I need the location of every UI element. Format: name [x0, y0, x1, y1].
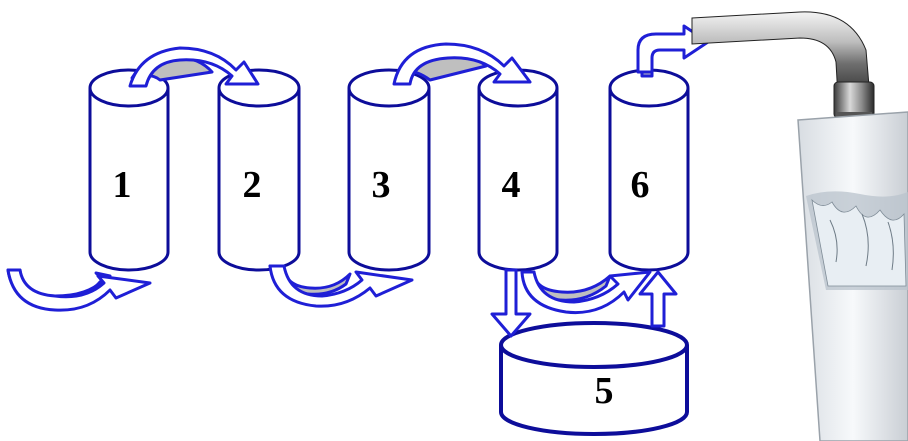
filter-cylinder-1: 1: [88, 68, 170, 272]
stage-number-3: 3: [372, 164, 391, 206]
inlet-flow-arrow: [6, 268, 152, 312]
storage-tank-5: 5: [499, 321, 689, 436]
filter-cylinder-6: 6: [608, 68, 690, 272]
stage-number-4: 4: [502, 164, 521, 206]
filter-cylinder-2: 2: [217, 68, 301, 272]
faucet-icon: [691, 11, 875, 120]
outlet-flow-arrow: [636, 24, 710, 78]
flow-arrow-4-to-tank: [490, 268, 532, 338]
stage-number-5: 5: [595, 370, 614, 412]
flow-arrow-2-to-3: [268, 264, 414, 308]
flow-arrow-tank-to-6: [638, 270, 678, 328]
filter-cylinder-4: 4: [477, 68, 559, 272]
flow-arrow-1-to-2: [128, 46, 260, 88]
stage-number-6: 6: [631, 164, 650, 206]
flow-arrow-4-to-6: [520, 270, 652, 315]
flow-arrow-3-to-4: [392, 42, 532, 86]
water-glass-icon: [797, 111, 908, 441]
stage-number-2: 2: [243, 164, 262, 206]
filter-cylinder-3: 3: [347, 68, 431, 272]
stage-number-1: 1: [113, 164, 132, 206]
